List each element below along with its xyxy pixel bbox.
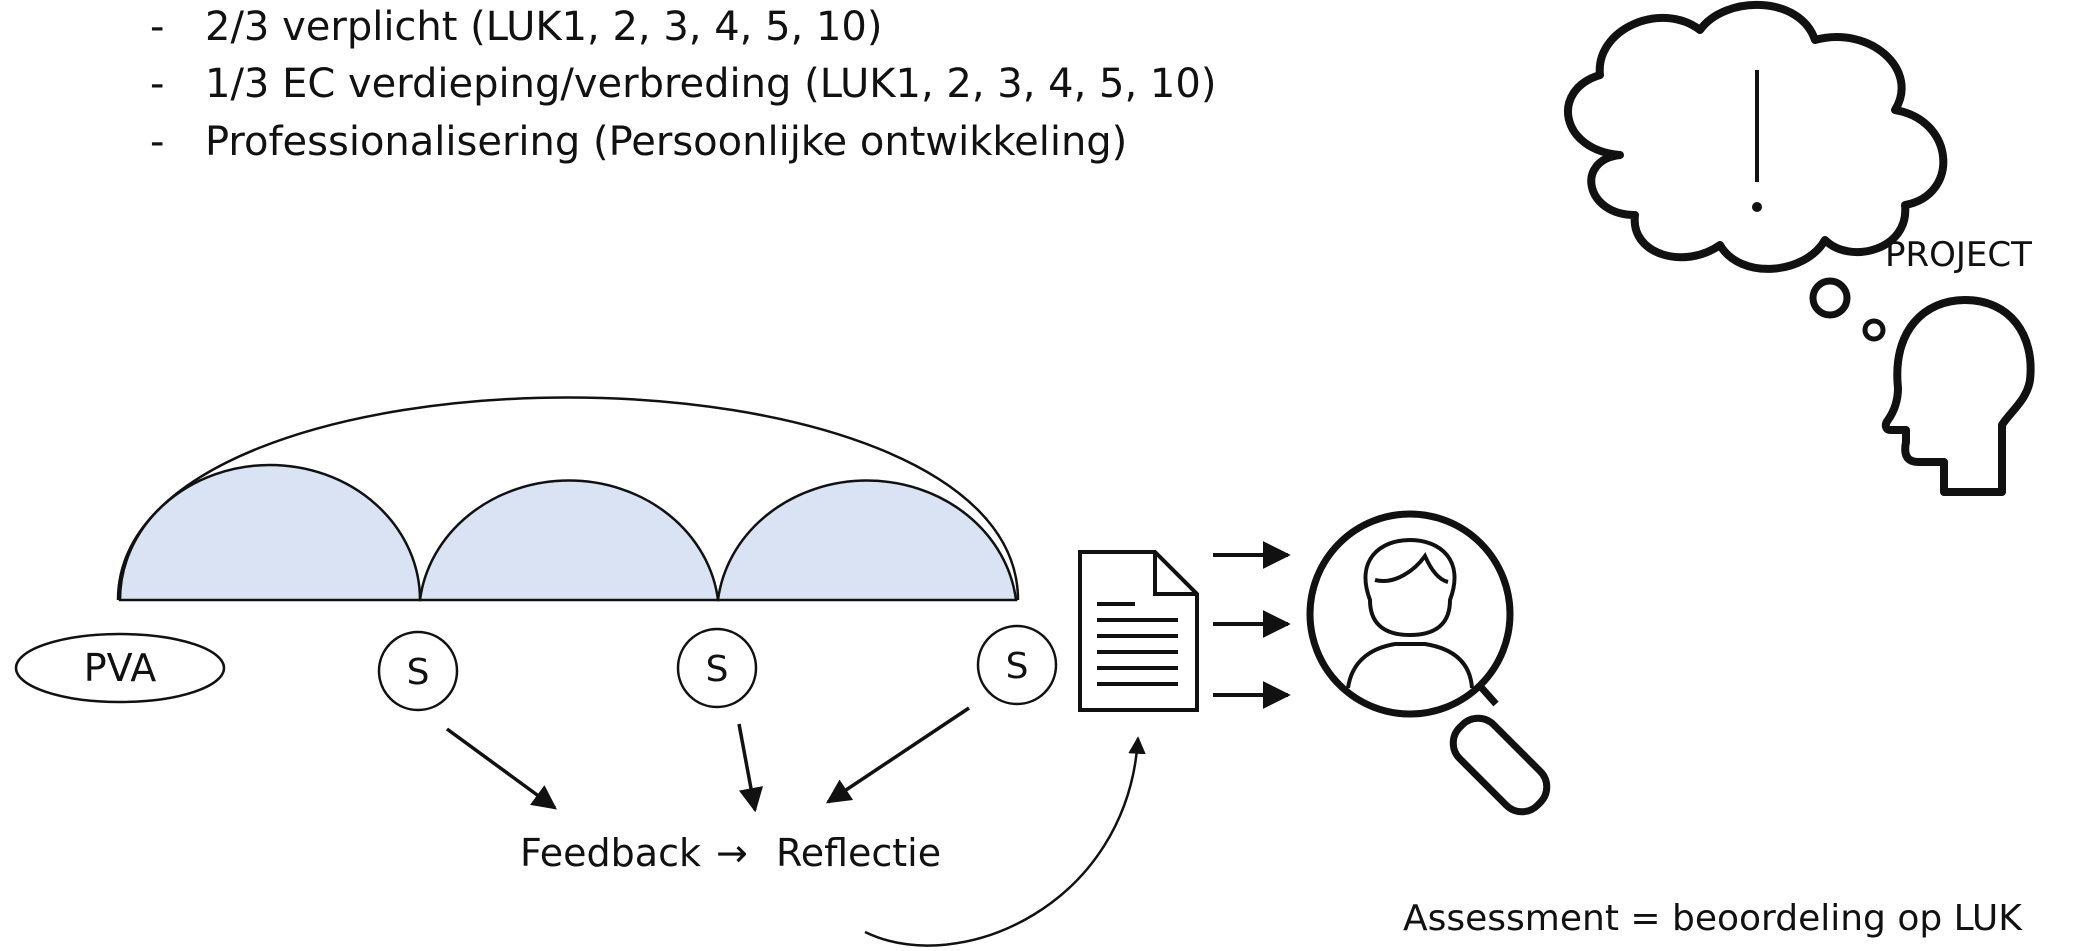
bullet-text: Professionalisering (Persoonlijke ontwik… bbox=[205, 119, 1127, 165]
phase-arcs bbox=[118, 463, 1018, 602]
bullet-item: - Professionalisering (Persoonlijke ontw… bbox=[150, 119, 1127, 165]
arrow-s2-feedback bbox=[737, 723, 764, 813]
session-label: S bbox=[1006, 646, 1029, 687]
phase-arc bbox=[118, 463, 422, 602]
pva-node: PVA bbox=[14, 632, 226, 704]
arrow-s3-feedback bbox=[825, 706, 970, 804]
phase-arc bbox=[418, 479, 720, 602]
bullet-dash: - bbox=[150, 61, 164, 107]
bullet-text: 1/3 EC verdieping/verbreding (LUK1, 2, 3… bbox=[205, 61, 1216, 107]
reflection-label: Reflectie bbox=[776, 831, 941, 875]
bullet-list: - 2/3 verplicht (LUK1, 2, 3, 4, 5, 10) -… bbox=[150, 4, 1216, 165]
project-label: PROJECT bbox=[1885, 235, 2032, 275]
pva-label: PVA bbox=[84, 646, 156, 690]
arrow-s1-feedback bbox=[445, 727, 557, 810]
session-node: S bbox=[676, 627, 758, 709]
phase-arc bbox=[716, 479, 1018, 602]
bullet-dash: - bbox=[150, 4, 164, 50]
thinking-head-icon: PROJECT bbox=[1564, 0, 2035, 496]
magnifier-person-icon bbox=[1306, 510, 1551, 816]
session-label: S bbox=[706, 649, 729, 690]
bullet-text: 2/3 verplicht (LUK1, 2, 3, 4, 5, 10) bbox=[205, 4, 882, 50]
session-node: S bbox=[377, 630, 459, 712]
bullet-item: - 2/3 verplicht (LUK1, 2, 3, 4, 5, 10) bbox=[150, 4, 882, 50]
document-icon bbox=[1078, 550, 1199, 712]
session-node: S bbox=[976, 624, 1058, 706]
arrow-symbol: → bbox=[716, 831, 748, 875]
bullet-item: - 1/3 EC verdieping/verbreding (LUK1, 2,… bbox=[150, 61, 1216, 107]
feedback-reflection: Feedback → Reflectie bbox=[520, 831, 941, 875]
feedback-label: Feedback bbox=[520, 831, 701, 875]
curved-arrow-to-document bbox=[864, 736, 1146, 947]
bullet-dash: - bbox=[150, 119, 164, 165]
session-label: S bbox=[407, 652, 430, 693]
assessment-label: Assessment = beoordeling op LUK bbox=[1403, 898, 2023, 939]
